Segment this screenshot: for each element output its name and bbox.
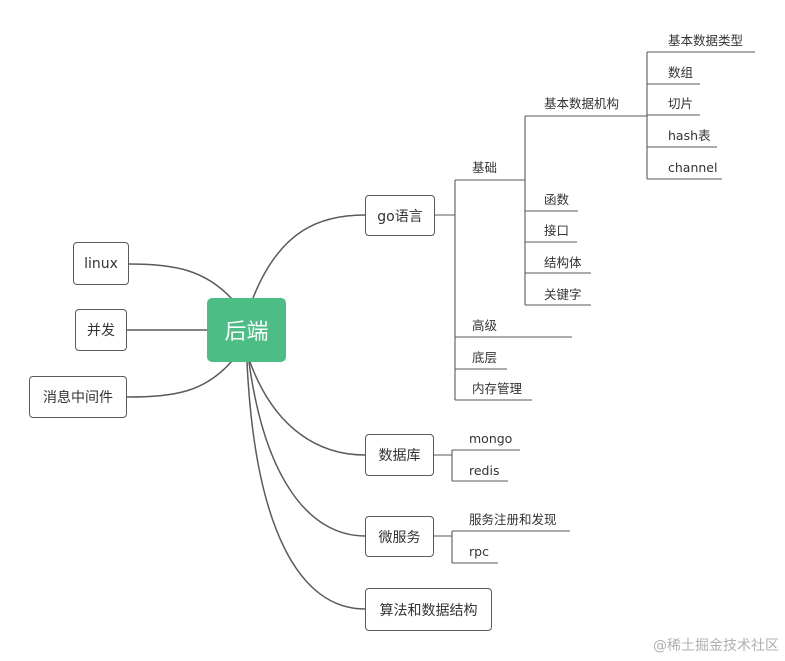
leaf-basics[interactable]: 基础 (472, 160, 498, 175)
leaf-channel[interactable]: channel (668, 160, 718, 175)
leaf-hash-table[interactable]: hash表 (668, 128, 711, 143)
leaf-interface[interactable]: 接口 (544, 223, 570, 238)
leaf-service-discovery[interactable]: 服务注册和发现 (469, 512, 557, 527)
watermark: @稀土掘金技术社区 (653, 638, 779, 654)
node-go[interactable]: go语言 (365, 195, 435, 236)
leaf-rpc[interactable]: rpc (469, 544, 489, 559)
leaf-basic-data-structures[interactable]: 基本数据机构 (544, 96, 620, 111)
leaf-slice[interactable]: 切片 (668, 96, 694, 111)
root-node[interactable]: 后端 (207, 298, 286, 362)
connector-root-mq (126, 360, 233, 398)
node-linux[interactable]: linux (73, 242, 129, 285)
leaf-array[interactable]: 数组 (668, 65, 694, 80)
leaf-mongo[interactable]: mongo (469, 431, 513, 446)
node-concurrency[interactable]: 并发 (75, 309, 127, 351)
leaf-memory-management[interactable]: 内存管理 (472, 381, 523, 396)
leaf-advanced[interactable]: 高级 (472, 318, 498, 333)
node-database[interactable]: 数据库 (365, 434, 434, 476)
leaf-redis[interactable]: redis (469, 463, 500, 478)
node-microservices[interactable]: 微服务 (365, 516, 434, 557)
leaf-function[interactable]: 函数 (544, 192, 570, 207)
leaf-struct[interactable]: 结构体 (544, 255, 582, 270)
node-algorithms[interactable]: 算法和数据结构 (365, 588, 492, 631)
connector-root-micro (248, 361, 366, 537)
connector-root-db (249, 361, 366, 456)
leaf-basic-data-types[interactable]: 基本数据类型 (668, 33, 744, 48)
connector-root-linux (128, 263, 233, 300)
connector-root-go (252, 214, 366, 299)
leaf-keywords[interactable]: 关键字 (544, 287, 582, 302)
leaf-low-level[interactable]: 底层 (472, 350, 498, 365)
node-message-queue[interactable]: 消息中间件 (29, 376, 127, 418)
connector-root-algo (246, 361, 366, 610)
